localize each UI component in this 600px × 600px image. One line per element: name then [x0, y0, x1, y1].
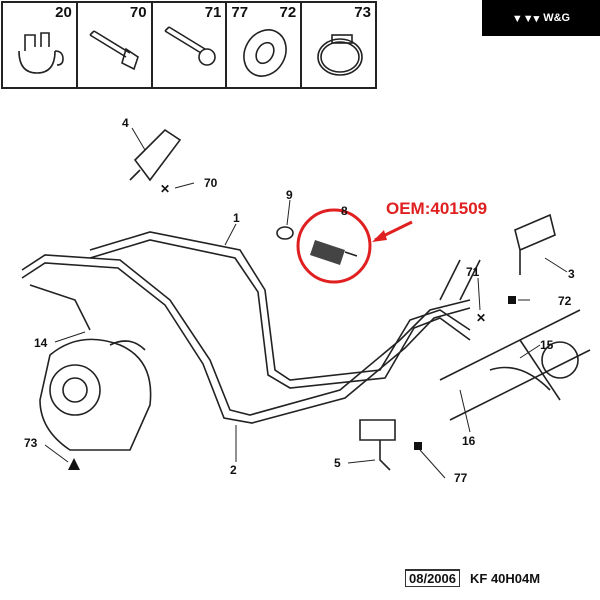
- callout-71: 71: [466, 265, 480, 279]
- parts-strip: 20 70 71 77 72 73: [1, 1, 377, 89]
- part-number: 20: [55, 4, 72, 21]
- diagram-footer: 08/2006 KF 40H04M: [405, 569, 540, 587]
- square-marker-icon: [508, 296, 516, 304]
- pressure-switch-8: [310, 240, 358, 265]
- bolt-icon: [89, 30, 139, 71]
- part-number: 71: [204, 4, 222, 21]
- washer-icon: [243, 29, 288, 77]
- logo-text: W&G: [543, 12, 571, 24]
- bracket-5: [359, 419, 396, 471]
- callout-72: 72: [558, 294, 572, 308]
- callout-70: 70: [204, 176, 218, 190]
- callout-2: 2: [230, 463, 237, 477]
- brand-logo: ▼▼▾ W&G: [482, 0, 600, 36]
- hose-2: [21, 254, 471, 416]
- oem-highlight-circle: [296, 208, 372, 284]
- part-cell-20: 20: [3, 3, 78, 87]
- callout-16: 16: [462, 434, 476, 448]
- wg-logo-icon: ▼▼▾: [511, 12, 540, 25]
- part-number: 70: [129, 4, 147, 21]
- o-ring-9: [276, 226, 294, 240]
- part-number: 77: [231, 4, 249, 21]
- hose-2-inner: [21, 262, 471, 424]
- clamp-icon: [18, 32, 64, 74]
- callout-8: 8: [341, 204, 348, 218]
- leader-lines: [44, 127, 568, 479]
- diagram-code: KF 40H04M: [470, 570, 541, 586]
- power-steering-pump: [39, 338, 152, 451]
- part-number: 72: [279, 4, 297, 21]
- bracket-3: [514, 213, 556, 275]
- part-cell-77-72: 77 72: [227, 3, 303, 87]
- hose-return: [29, 284, 91, 331]
- screw-icon: [164, 26, 216, 66]
- part-cell-73: 73: [302, 3, 375, 87]
- callout-73: 73: [24, 436, 38, 450]
- oem-arrow-head: [372, 230, 387, 242]
- bracket-4: [129, 128, 182, 182]
- cross-marker-icon: ✕: [160, 182, 170, 196]
- callout-1: 1: [233, 211, 240, 225]
- callout-9: 9: [286, 188, 293, 202]
- hose-clamp-icon: [317, 34, 363, 76]
- oem-label: OEM:401509: [386, 199, 487, 218]
- callout-15: 15: [540, 338, 554, 352]
- part-cell-71: 71: [153, 3, 228, 87]
- callout-77: 77: [454, 471, 468, 485]
- square-marker-icon: [414, 442, 422, 450]
- cross-marker-icon: ✕: [476, 311, 486, 325]
- callout-5: 5: [334, 456, 341, 470]
- callout-14: 14: [34, 336, 48, 350]
- part-number: 73: [354, 4, 371, 21]
- steering-rack: [439, 259, 591, 421]
- callout-4: 4: [122, 116, 129, 130]
- triangle-marker-icon: [68, 458, 80, 470]
- diagram-date: 08/2006: [405, 569, 460, 587]
- hose-1: [89, 231, 471, 381]
- hose-1-inner: [89, 239, 471, 389]
- part-cell-70: 70: [78, 3, 153, 87]
- callout-3: 3: [568, 267, 575, 281]
